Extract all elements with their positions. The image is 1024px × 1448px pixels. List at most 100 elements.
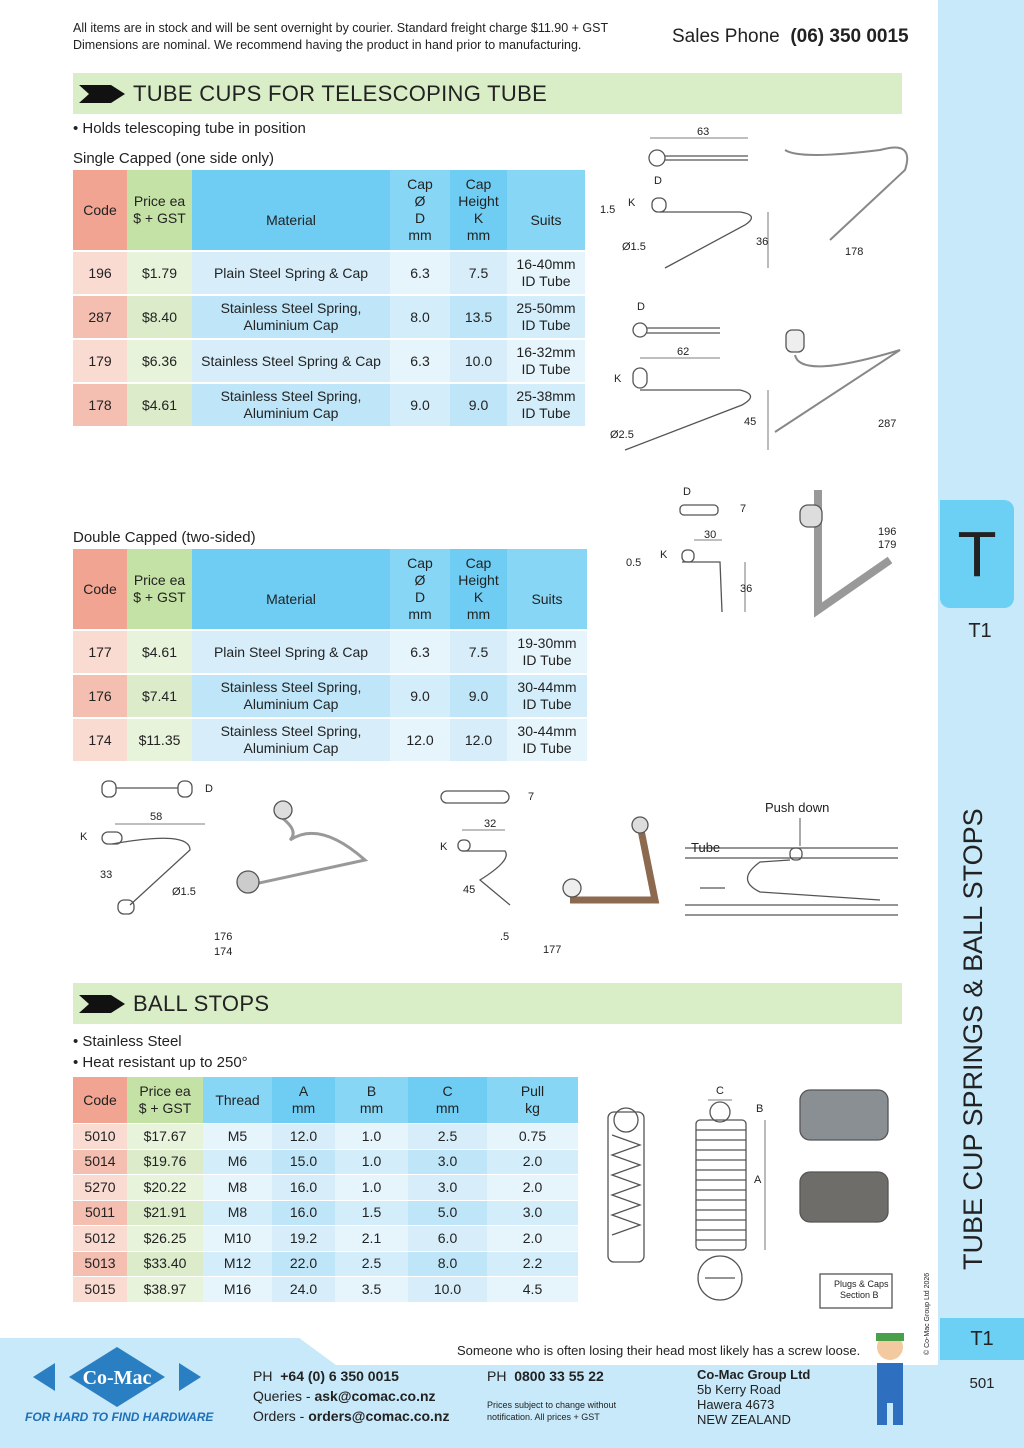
dim-label: 7 [528,791,534,803]
col-suits: Suits [507,549,587,629]
dim-label: Ø2.5 [610,429,634,441]
dim-a: 16.0 [272,1200,335,1225]
price: $26.25 [127,1226,203,1251]
cap-d: 6.3 [390,340,450,382]
plugs-caps-link: Section B [840,1290,879,1300]
phone[interactable]: +64 (0) 6 350 0015 [280,1368,399,1384]
price: $8.40 [127,296,192,338]
phone2[interactable]: 0800 33 55 22 [514,1368,604,1384]
code: 196 [73,252,127,294]
notice-line: All items are in stock and will be sent … [73,21,609,35]
dim-c: 10.0 [408,1277,487,1302]
dim-b: 2.5 [335,1251,408,1276]
dim-label: C [716,1085,724,1097]
col-code: Code [73,1077,127,1123]
sales-phone: Sales Phone (06) 350 0015 [672,26,909,48]
dim-label: K [440,841,448,853]
bullet: • Stainless Steel [73,1033,182,1050]
section-tab[interactable]: T [940,500,1014,608]
col-code: Code [73,170,127,250]
table-row: 177 $4.61 Plain Steel Spring & Cap 6.3 7… [73,631,587,673]
dim-c: 6.0 [408,1226,487,1251]
address-line: 5b Kerry Road [697,1382,781,1397]
company-name: Co-Mac Group Ltd [697,1367,811,1382]
dim-c: 8.0 [408,1251,487,1276]
plugs-caps-link: Plugs & Caps [834,1279,889,1289]
dim-a: 15.0 [272,1149,335,1174]
dim-label: D [683,486,691,498]
material: Stainless Steel Spring,Aluminium Cap [192,675,390,717]
dim-label: K [628,197,636,209]
dim-label: K [614,373,622,385]
table-row: 5014 $19.76 M6 15.0 1.0 3.0 2.0 [73,1149,578,1174]
thread: M8 [203,1175,272,1200]
page-number: 501 [969,1375,995,1392]
col-thread: Thread [203,1077,272,1123]
push-down-label: Push down [765,800,829,815]
price: $21.91 [127,1200,203,1225]
note-line: notification. All prices + GST [487,1412,600,1422]
code: 5011 [73,1200,127,1225]
dim-label: 33 [100,869,112,881]
thread: M5 [203,1124,272,1149]
price: $38.97 [127,1277,203,1302]
dim-c: 3.0 [408,1175,487,1200]
cap-k: 7.5 [450,631,507,673]
code: 177 [73,631,127,673]
dim-c: 5.0 [408,1200,487,1225]
price: $20.22 [127,1175,203,1200]
dim-label: D [654,175,662,187]
queries-email[interactable]: ask@comac.co.nz [314,1388,436,1404]
dim-label: 63 [697,126,709,138]
arrow-icon [79,994,125,1013]
material: Stainless Steel Spring,Aluminium Cap [192,719,390,761]
dim-a: 19.2 [272,1226,335,1251]
bottom-tab[interactable]: T1 [940,1318,1024,1360]
pull: 2.0 [487,1226,578,1251]
dim-label: B [756,1103,763,1115]
cap-k: 9.0 [450,384,507,426]
material: Plain Steel Spring & Cap [192,631,390,673]
pull: 3.0 [487,1200,578,1225]
price: $19.76 [127,1149,203,1174]
col-material: Material [192,170,390,250]
orders-label: Orders - [253,1408,309,1424]
ph-label: PH [487,1368,507,1384]
price: $11.35 [127,719,192,761]
table-row: 5012 $26.25 M10 19.2 2.1 6.0 2.0 [73,1226,578,1251]
table-row: 287 $8.40 Stainless Steel Spring,Alumini… [73,296,585,338]
pull: 0.75 [487,1124,578,1149]
table-row: 5270 $20.22 M8 16.0 1.0 3.0 2.0 [73,1175,578,1200]
footer-accent [0,1338,340,1368]
dim-label: K [80,831,88,843]
orders-email[interactable]: orders@comac.co.nz [308,1408,450,1424]
vertical-title: TUBE CUP SPRINGS & BALL STOPS [958,808,988,1270]
dim-c: 3.0 [408,1149,487,1174]
sales-number: (06) 350 0015 [790,26,909,47]
table-row: 5013 $33.40 M12 22.0 2.5 8.0 2.2 [73,1251,578,1276]
cap-k: 13.5 [450,296,507,338]
code: 174 [73,719,127,761]
table-row: 174 $11.35 Stainless Steel Spring,Alumin… [73,719,587,761]
col-price: Price ea$ + GST [127,1077,203,1123]
table-row: 5011 $21.91 M8 16.0 1.5 5.0 3.0 [73,1200,578,1225]
col-code: Code [73,549,127,629]
code: 5014 [73,1149,127,1174]
pull: 2.2 [487,1251,578,1276]
part-label: 177 [543,944,561,956]
table-row: 176 $7.41 Stainless Steel Spring,Alumini… [73,675,587,717]
table-row: 5015 $38.97 M16 24.0 3.5 10.0 4.5 [73,1277,578,1302]
price: $7.41 [127,675,192,717]
pull: 4.5 [487,1277,578,1302]
dim-a: 22.0 [272,1251,335,1276]
